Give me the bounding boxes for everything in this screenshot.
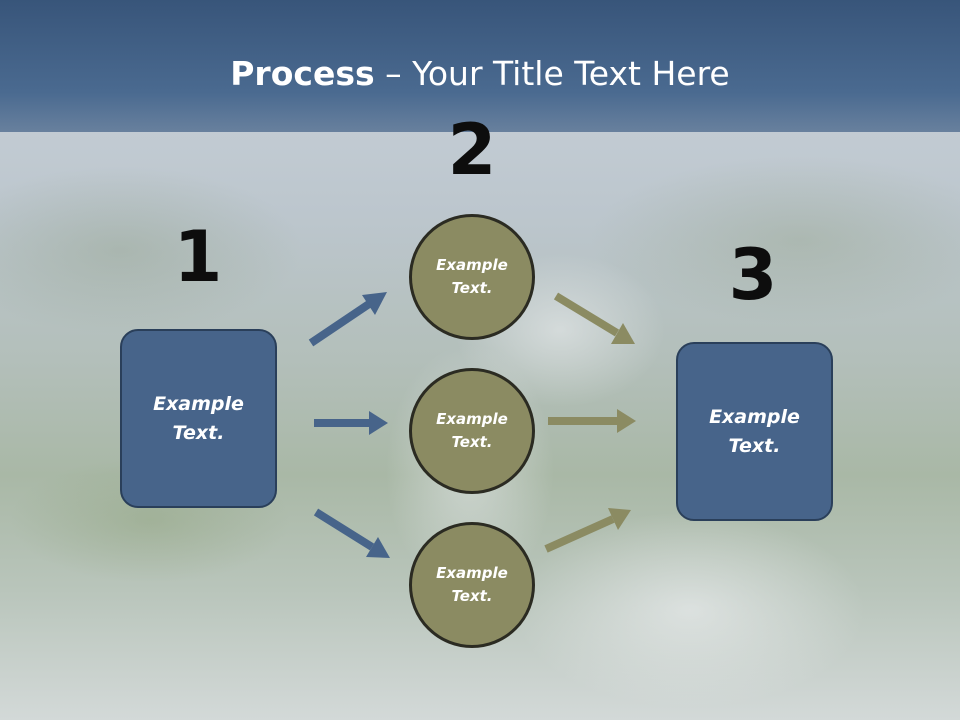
title-band xyxy=(0,0,960,132)
arrow-box1-to-circle-bottom xyxy=(313,508,390,558)
step-2-circle-bottom-text: Example Text. xyxy=(436,564,508,605)
step-2-circle-middle-text: Example Text. xyxy=(436,410,508,451)
step-number-3: 3 xyxy=(728,234,778,316)
step-3-box: Example Text. xyxy=(676,342,833,521)
arrow-box1-to-circle-middle xyxy=(314,411,388,435)
slide-title: Process – Your Title Text Here xyxy=(0,52,960,96)
title-rest: – Your Title Text Here xyxy=(374,54,730,93)
step-3-text: Example Text. xyxy=(709,405,800,457)
step-2-circle-top-text: Example Text. xyxy=(436,256,508,297)
step-number-1: 1 xyxy=(173,216,223,298)
title-bold: Process xyxy=(230,54,375,93)
step-2-circle-middle: Example Text. xyxy=(409,368,535,494)
step-1-box: Example Text. xyxy=(120,329,277,508)
step-1-text: Example Text. xyxy=(153,392,244,444)
step-2-circle-bottom: Example Text. xyxy=(409,522,535,648)
arrow-box1-to-circle-top xyxy=(308,292,387,347)
arrow-circle-top-to-box3 xyxy=(553,292,635,344)
step-number-2: 2 xyxy=(447,109,497,191)
arrow-circle-bottom-to-box3 xyxy=(544,508,631,553)
step-2-circle-top: Example Text. xyxy=(409,214,535,340)
arrow-circle-middle-to-box3 xyxy=(548,409,636,433)
